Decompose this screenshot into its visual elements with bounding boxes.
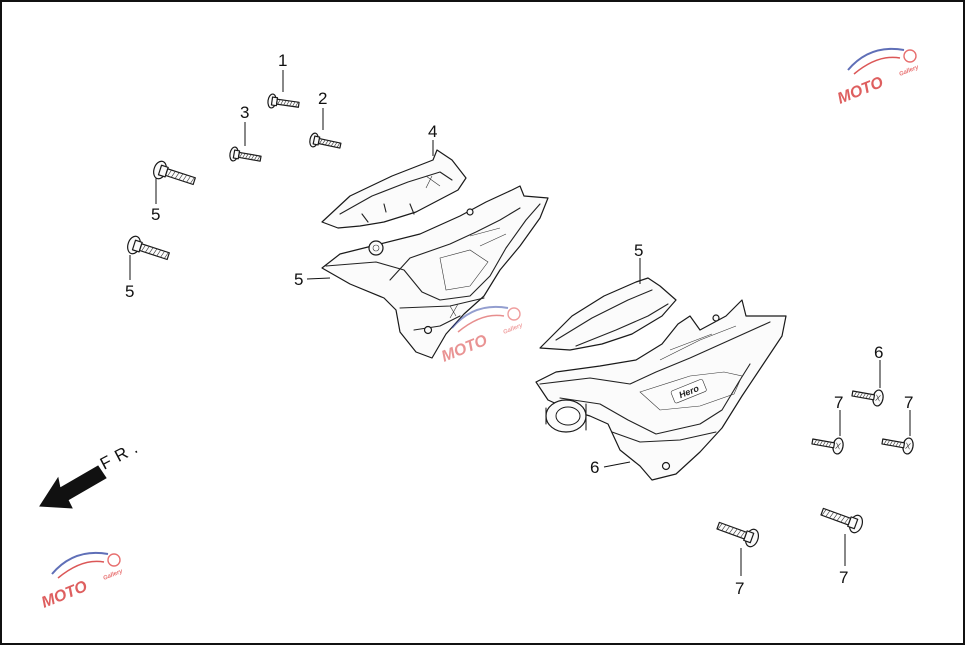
bolt-7-right-lower <box>880 433 915 456</box>
callout-5: 7 <box>735 579 744 598</box>
callout-5: 5 <box>125 282 134 301</box>
bolt-5-left-upper <box>150 158 198 191</box>
watermark-brand: MOTO <box>439 332 490 366</box>
watermark-top-right: MOTO Gallery <box>835 47 921 108</box>
callout-2: 4 <box>428 122 437 141</box>
callout-labels: 1 2 3 4 5 5 5 5 6 6 7 7 7 7 <box>125 51 913 598</box>
part-3-right-side-cover: Hero <box>535 299 787 481</box>
gear-icon <box>107 553 121 567</box>
callout-3: 6 <box>590 458 599 477</box>
callout-7: 3 <box>240 103 249 122</box>
gear-icon <box>903 49 917 63</box>
callout-5: 7 <box>839 568 848 587</box>
bolt-7-upper-left <box>266 92 301 113</box>
callout-1: 5 <box>294 270 303 289</box>
watermark-sub: Gallery <box>103 568 125 581</box>
watermark-sub: Gallery <box>503 322 525 335</box>
gear-icon <box>507 307 521 321</box>
watermark-brand: MOTO <box>39 578 90 612</box>
swoosh-icon <box>847 47 905 71</box>
front-label: FR. <box>97 435 146 473</box>
bolt-5-left-lower <box>124 233 172 266</box>
watermark-bottom-left: MOTO Gallery <box>39 551 125 612</box>
bolt-6-right <box>810 433 845 456</box>
callout-4: 5 <box>634 241 643 260</box>
callout-7: 7 <box>904 393 913 412</box>
callout-6: 7 <box>834 393 843 412</box>
callout-5: 5 <box>151 205 160 224</box>
swoosh-icon <box>451 305 509 329</box>
part-1-left-side-cover <box>321 185 549 359</box>
front-direction-indicator: FR. <box>39 435 146 509</box>
bolt-7-mid-left <box>228 145 263 167</box>
part-4-upper-cover <box>539 277 677 351</box>
callout-7: 1 <box>278 51 287 70</box>
swoosh-icon <box>51 551 109 575</box>
bolt-6-upper-left <box>308 131 343 154</box>
watermark-brand: MOTO <box>835 74 886 108</box>
bolt-7-right-upper <box>850 385 885 408</box>
callout-7: 6 <box>874 343 883 362</box>
front-arrow-icon <box>39 465 107 509</box>
callout-leaders <box>129 70 911 576</box>
callout-6: 2 <box>318 89 327 108</box>
bolt-5-right-right <box>818 502 866 536</box>
bolt-5-right-left <box>714 516 762 550</box>
watermark-sub: Gallery <box>899 64 921 77</box>
part-2-upper-cover <box>321 149 467 229</box>
